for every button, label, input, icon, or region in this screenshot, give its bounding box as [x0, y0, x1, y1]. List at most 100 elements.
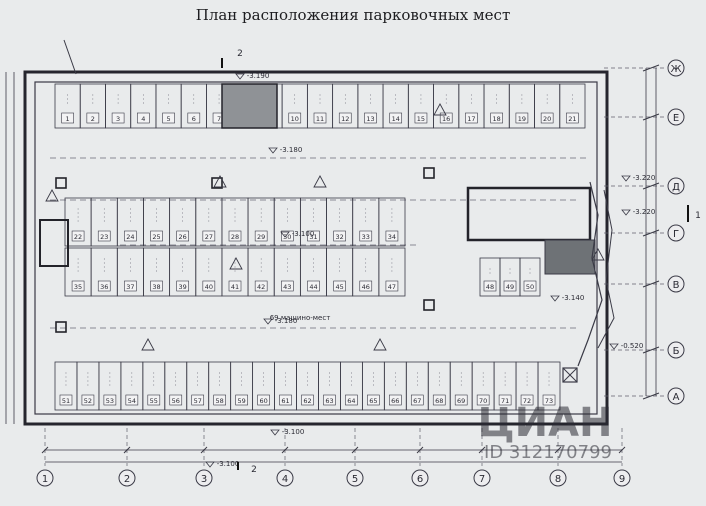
- axis-label: Ж: [671, 64, 682, 75]
- axis-bubble: [411, 469, 429, 487]
- space-number: 40: [205, 283, 213, 291]
- space-number: 70: [479, 397, 487, 405]
- outer-wall: [23, 70, 609, 426]
- space-number-box: [125, 394, 139, 406]
- axis-label: 6: [417, 474, 423, 485]
- axis-label: 5: [352, 474, 358, 485]
- space-number-box: [81, 394, 95, 406]
- level-mark-icon: [270, 429, 280, 436]
- space-number-box: [333, 280, 346, 292]
- highlighted-space: [221, 83, 278, 129]
- space-number: 43: [283, 283, 291, 291]
- space-number-box: [202, 280, 216, 292]
- space-number-box: [540, 112, 554, 124]
- axis-bubble: [118, 469, 136, 487]
- space-number-box: [124, 230, 137, 242]
- level-mark-icon: [235, 73, 245, 80]
- dimension-tick: [618, 446, 626, 454]
- space-number: 4: [141, 115, 145, 123]
- space-number: 11: [316, 115, 324, 123]
- space-number-box: [111, 112, 125, 124]
- level-mark: -3.180: [280, 146, 303, 154]
- space-number: 18: [493, 115, 501, 123]
- space-number-box: [254, 280, 268, 292]
- space-number-box: [103, 394, 117, 406]
- space-number: 67: [413, 397, 421, 405]
- space-number: 36: [100, 283, 108, 291]
- space-number-box: [169, 394, 183, 406]
- level-mark: -3.220: [633, 174, 656, 182]
- space-number-box: [281, 280, 294, 292]
- axis-bubble: [276, 469, 294, 487]
- section-mark-label: 2: [251, 465, 257, 475]
- space-number: 69: [457, 397, 465, 405]
- warning-triangle-icon: [213, 175, 227, 188]
- space-number: 55: [150, 397, 158, 405]
- space-number: 41: [231, 283, 239, 291]
- space-number: 15: [417, 115, 425, 123]
- space-number-box: [542, 394, 556, 406]
- space-number: 3: [116, 115, 120, 123]
- space-number-box: [465, 112, 478, 124]
- space-number-box: [228, 280, 242, 292]
- space-number: 47: [388, 283, 396, 291]
- axis-label: 7: [479, 474, 485, 485]
- space-number-box: [213, 394, 226, 406]
- space-number-box: [410, 394, 424, 406]
- space-number: 53: [106, 397, 114, 405]
- space-number: 30: [283, 233, 291, 241]
- space-number-box: [323, 394, 336, 406]
- dimension-tick: [642, 64, 660, 72]
- warning-triangle-icon: [229, 257, 243, 270]
- axis-bubble: [667, 341, 685, 359]
- parking-row-3: [64, 247, 406, 297]
- dimension-tick: [642, 392, 660, 400]
- space-number: 28: [231, 233, 239, 241]
- axis-label: 3: [201, 474, 207, 485]
- space-number-box: [389, 394, 402, 406]
- space-number: 21: [568, 115, 576, 123]
- space-number-box: [288, 112, 302, 124]
- space-number-box: [150, 230, 163, 242]
- level-mark: -3.180: [275, 317, 298, 325]
- capacity-note: 69 машино-мест: [270, 314, 331, 322]
- parking-space: [378, 197, 406, 247]
- axis-label: А: [673, 392, 680, 403]
- axis-bubble: [667, 59, 685, 77]
- axis-bubble: [667, 177, 685, 195]
- space-number: 46: [362, 283, 370, 291]
- space-number-box: [176, 230, 189, 242]
- space-number: 60: [259, 397, 267, 405]
- space-number-box: [257, 394, 270, 406]
- space-number-box: [59, 394, 73, 406]
- axis-bubble: [195, 469, 213, 487]
- space-number: 24: [126, 233, 134, 241]
- space-number: 12: [341, 115, 349, 123]
- axis-bubble: [346, 469, 364, 487]
- space-number: 2: [91, 115, 95, 123]
- space-number: 45: [335, 283, 343, 291]
- section-mark-label: 2: [237, 49, 243, 59]
- space-number-box: [520, 394, 534, 406]
- space-number-box: [515, 112, 529, 124]
- space-number: 68: [435, 397, 443, 405]
- level-mark: -3.100: [217, 460, 240, 468]
- space-number-box: [333, 230, 346, 242]
- space-number: 58: [216, 397, 224, 405]
- space-number: 54: [128, 397, 136, 405]
- axis-bubble: [667, 224, 685, 242]
- space-number-box: [254, 230, 268, 242]
- space-number: 63: [325, 397, 333, 405]
- space-number-box: [490, 112, 503, 124]
- space-number: 72: [523, 397, 531, 405]
- space-number-box: [566, 112, 579, 124]
- space-number-box: [162, 112, 175, 124]
- space-number: 50: [526, 283, 534, 291]
- space-number: 64: [347, 397, 355, 405]
- space-number-box: [71, 230, 85, 242]
- structural-column: [55, 321, 67, 333]
- axis-bubble: [36, 469, 54, 487]
- space-number-box: [338, 112, 352, 124]
- level-mark-icon: [280, 231, 290, 238]
- space-number-box: [147, 394, 161, 406]
